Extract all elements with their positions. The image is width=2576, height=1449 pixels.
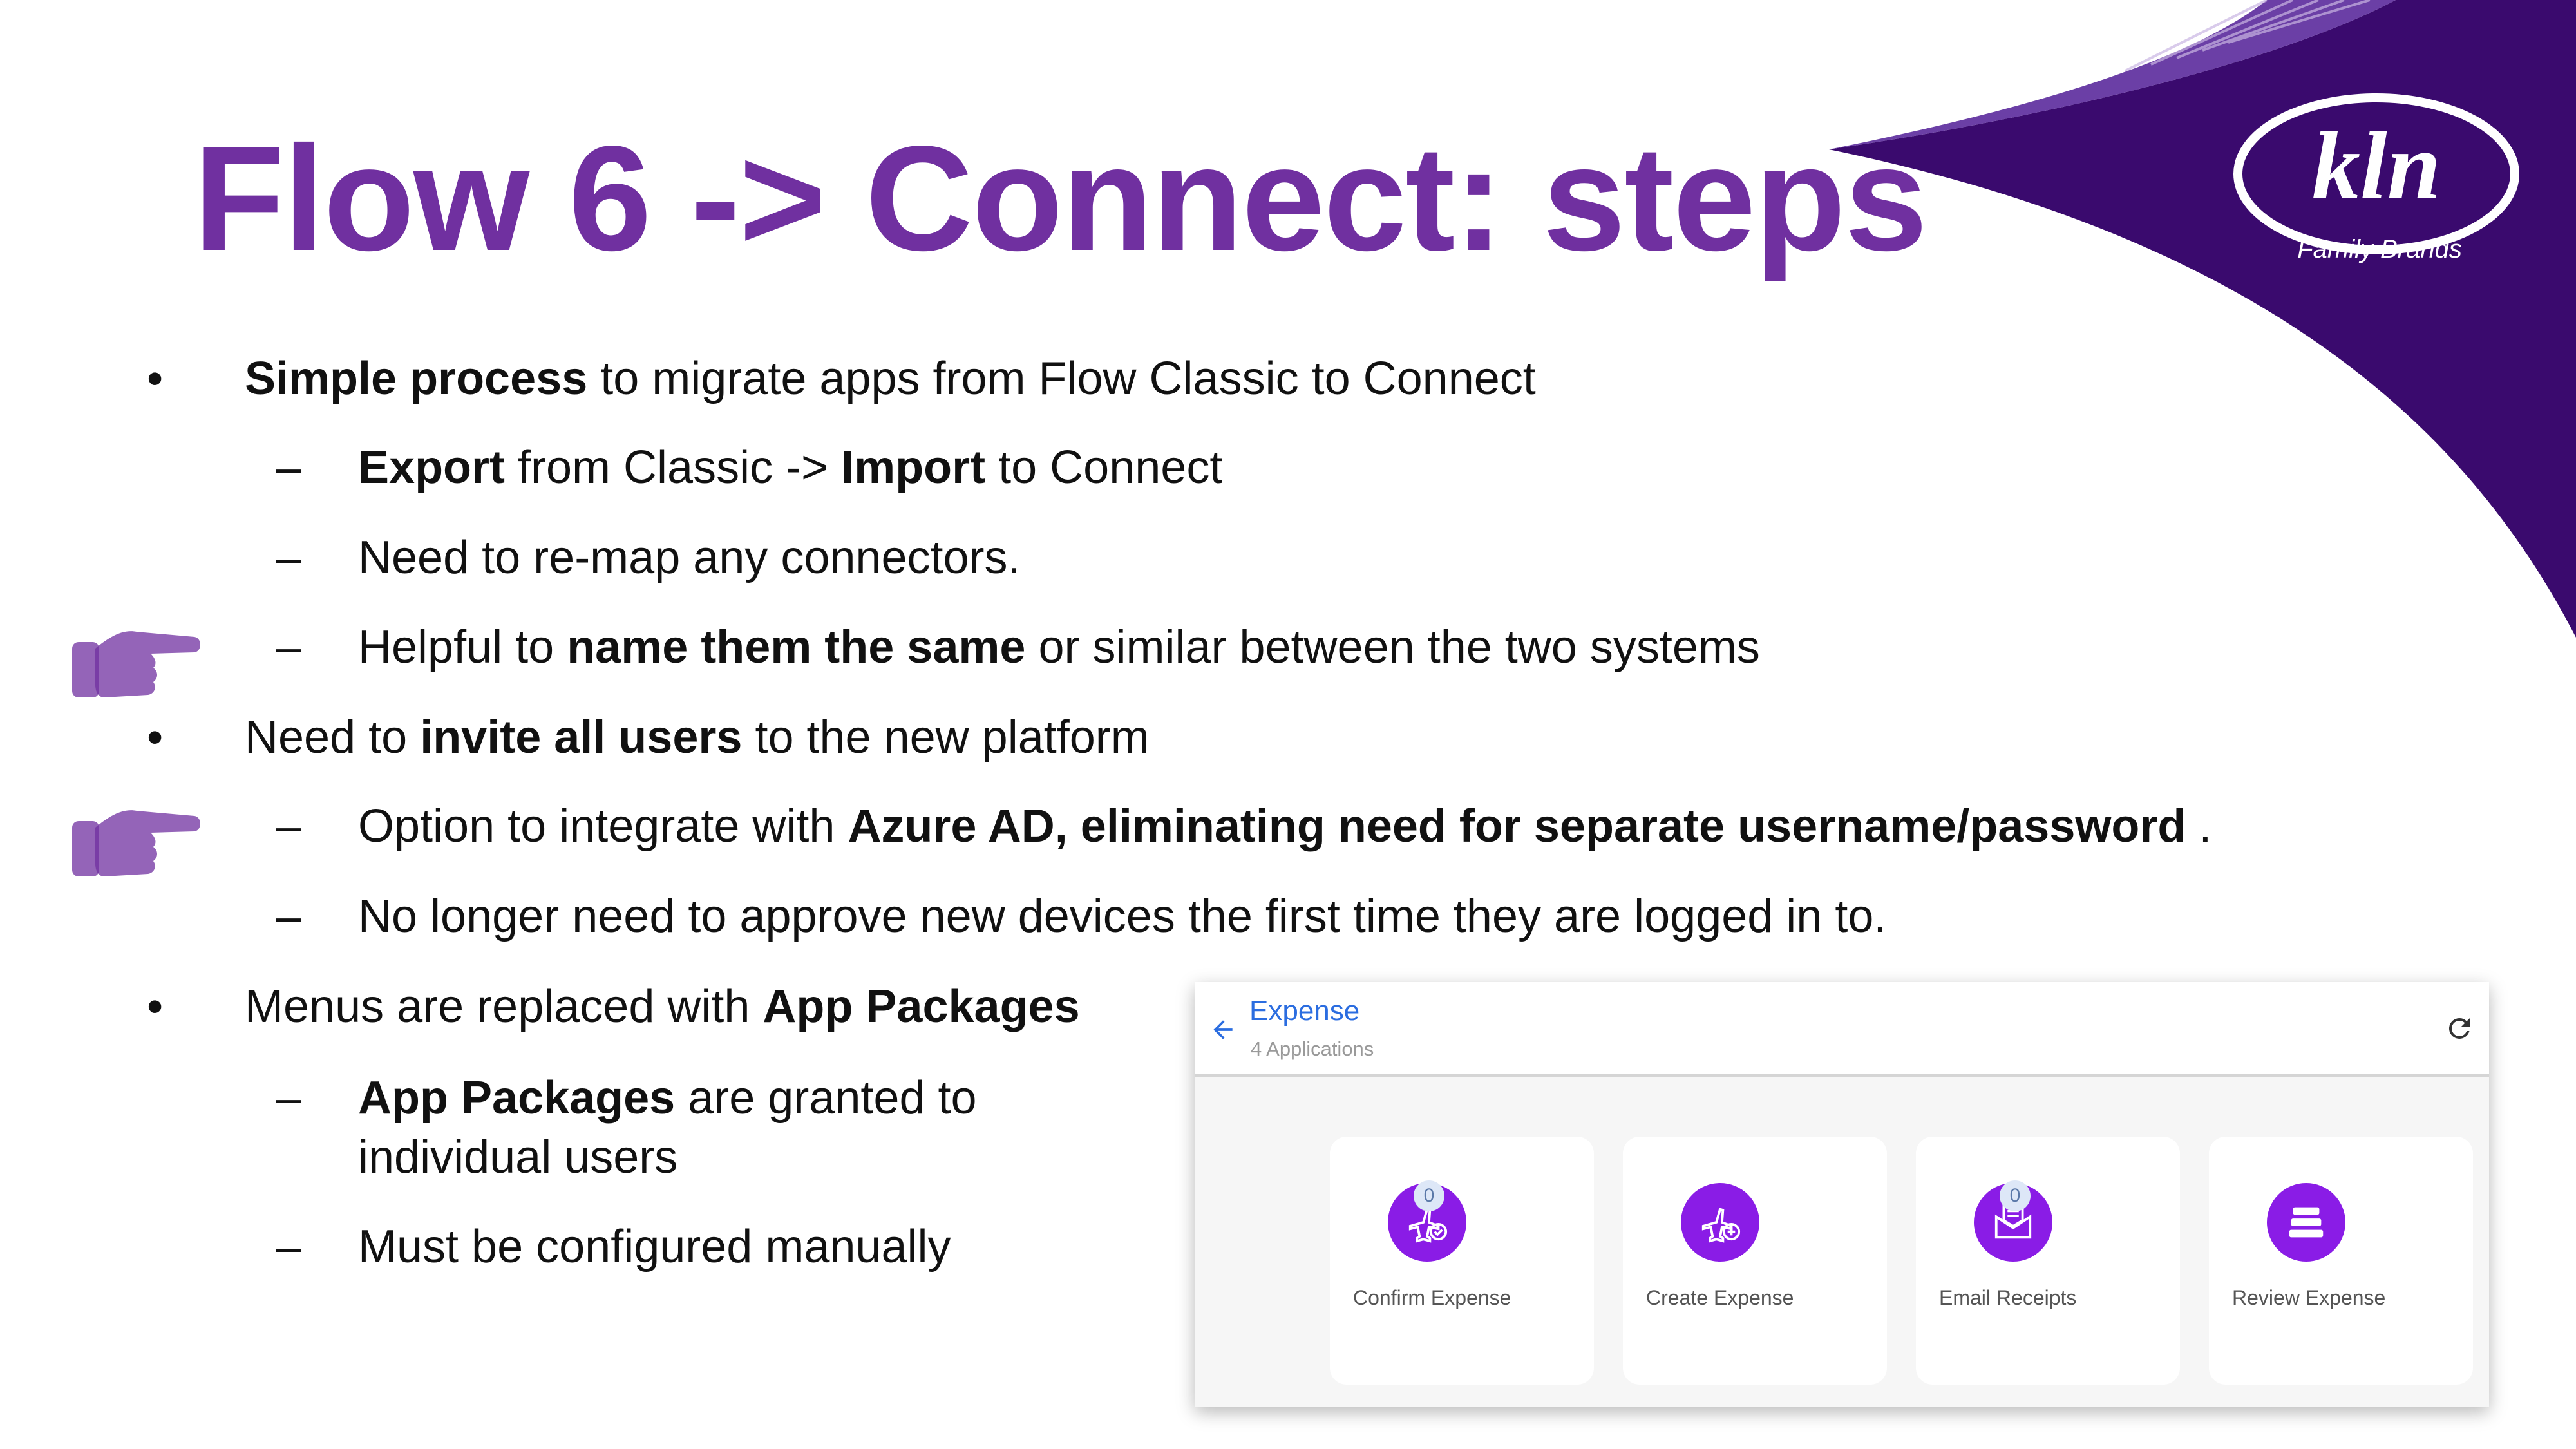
text-run: Menus are replaced with: [245, 981, 763, 1032]
text-run: to migrate apps from Flow Classic to Con…: [587, 353, 1536, 404]
app-card-label: Confirm Expense: [1353, 1286, 1511, 1309]
bullet-text: Simple process to migrate apps from Flow…: [245, 351, 1536, 406]
sub-bullet-text: individual users: [358, 1130, 677, 1185]
bullet-text: Need to invite all users to the new plat…: [245, 710, 1150, 765]
sub-bullet-marker: –: [276, 621, 302, 673]
text-run: to the new platform: [742, 712, 1150, 763]
sub-bullet-marker: –: [276, 532, 302, 583]
plane-add-icon: [1681, 1183, 1759, 1262]
text-run: .: [2186, 800, 2212, 852]
sub-bullet-marker: –: [276, 1072, 302, 1124]
panel-header: Expense 4 Applications: [1195, 982, 2489, 1077]
bold-phrase: Azure AD, eliminating need for separate …: [848, 800, 2186, 852]
text-run: from Classic ->: [505, 442, 842, 493]
sub-bullet-text: No longer need to approve new devices th…: [358, 889, 1886, 944]
sub-bullet-text: Option to integrate with Azure AD, elimi…: [358, 799, 2211, 854]
slide-title: Flow 6 -> Connect: steps: [193, 115, 1927, 282]
logo-wordmark: kln: [2312, 113, 2441, 220]
bullet-marker: •: [147, 981, 164, 1032]
bullet-marker: •: [147, 353, 164, 404]
text-run: Helpful to: [358, 621, 567, 673]
bold-phrase: Export: [358, 442, 506, 493]
count-badge: 0: [2000, 1180, 2031, 1211]
bold-phrase: App Packages: [762, 981, 1080, 1032]
text-run: Must be configured manually: [358, 1221, 951, 1273]
stacked-cards-icon: [2267, 1183, 2345, 1262]
panel-title: Expense: [1249, 995, 1360, 1027]
bold-phrase: Simple process: [245, 353, 588, 404]
text-run: Need to re-map any connectors.: [358, 532, 1021, 583]
sub-bullet-marker: –: [276, 891, 302, 942]
refresh-icon[interactable]: [2444, 1013, 2475, 1044]
logo-tagline: Family Brands: [2297, 235, 2462, 263]
text-run: No longer need to approve new devices th…: [358, 891, 1887, 942]
sub-bullet-marker: –: [276, 442, 302, 493]
text-run: or similar between the two systems: [1025, 621, 1760, 673]
text-run: individual users: [358, 1132, 678, 1183]
bold-phrase: Import: [841, 442, 986, 493]
hand-pointing-right-icon: [72, 810, 200, 876]
sub-bullet-text: App Packages are granted to: [358, 1070, 977, 1126]
envelope-receipt-icon: [1974, 1183, 2052, 1262]
bold-phrase: name them the same: [567, 621, 1026, 673]
app-card-label: Create Expense: [1646, 1286, 1794, 1309]
hand-pointing-right-icon: [72, 631, 200, 697]
sub-bullet-text: Export from Classic -> Import to Connect: [358, 440, 1222, 495]
panel-subtitle: 4 Applications: [1251, 1037, 1374, 1060]
sub-bullet-text: Helpful to name them the same or similar…: [358, 620, 1760, 675]
text-run: Need to: [245, 712, 421, 763]
app-card-label: Email Receipts: [1939, 1286, 2077, 1309]
app-card-label: Review Expense: [2232, 1286, 2386, 1309]
sub-bullet-text: Need to re-map any connectors.: [358, 530, 1021, 585]
count-badge: 0: [1414, 1180, 1444, 1211]
sub-bullet-text: Must be configured manually: [358, 1219, 951, 1274]
bullet-marker: •: [147, 712, 164, 763]
bold-phrase: invite all users: [420, 712, 743, 763]
text-run: are granted to: [675, 1072, 977, 1124]
arrow-left-icon[interactable]: [1209, 1016, 1237, 1044]
text-run: Option to integrate with: [358, 800, 848, 852]
kln-logo-emblem: kln Family Brands: [2233, 93, 2519, 263]
kln-logo: kln Family Brands: [2228, 84, 2524, 277]
app-card-review-expense[interactable]: Review Expense: [2209, 1137, 2473, 1385]
app-card-create-expense[interactable]: Create Expense: [1623, 1137, 1887, 1385]
bullet-text: Menus are replaced with App Packages: [245, 979, 1080, 1034]
sub-bullet-marker: –: [276, 800, 302, 852]
sub-bullet-marker: –: [276, 1221, 302, 1273]
text-run: to Connect: [985, 442, 1223, 493]
bold-phrase: App Packages: [358, 1072, 676, 1124]
